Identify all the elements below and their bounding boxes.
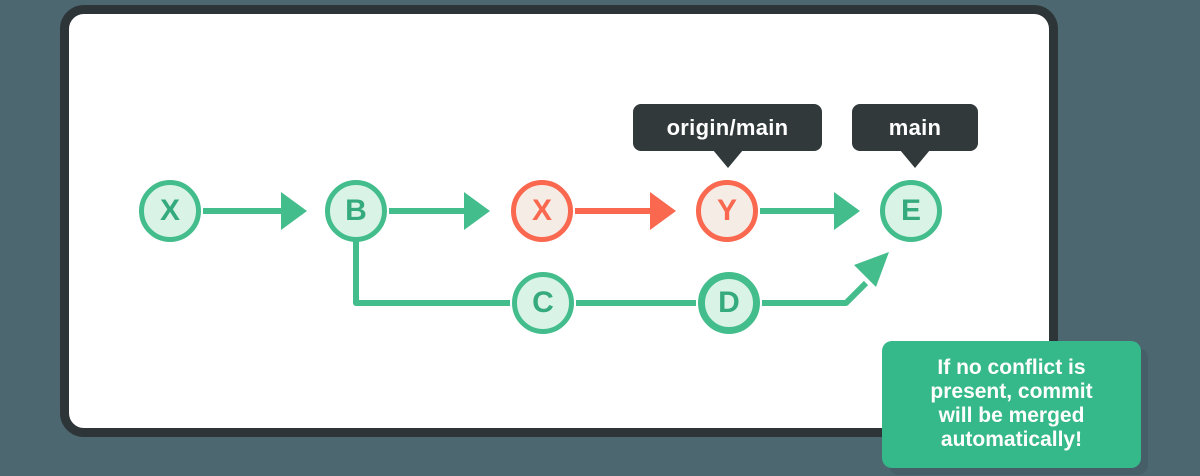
commit-node-y: Y [696,180,758,242]
callout-line: automatically! [940,428,1083,451]
commit-node-x2: X [511,180,573,242]
commit-node-e: E [880,180,942,242]
branch-label-main: main [852,104,978,151]
commit-node-x1: X [139,180,201,242]
commit-node-b: B [325,180,387,242]
commit-node-c: C [512,272,574,334]
callout-line: If no conflict is [937,356,1086,379]
branch-label-origin-main: origin/main [633,104,822,151]
commit-node-d: D [698,272,760,334]
callout-note: If no conflict is present, commit will b… [882,341,1141,468]
callout-line: present, commit [930,380,1093,403]
callout-line: will be merged [938,404,1085,427]
